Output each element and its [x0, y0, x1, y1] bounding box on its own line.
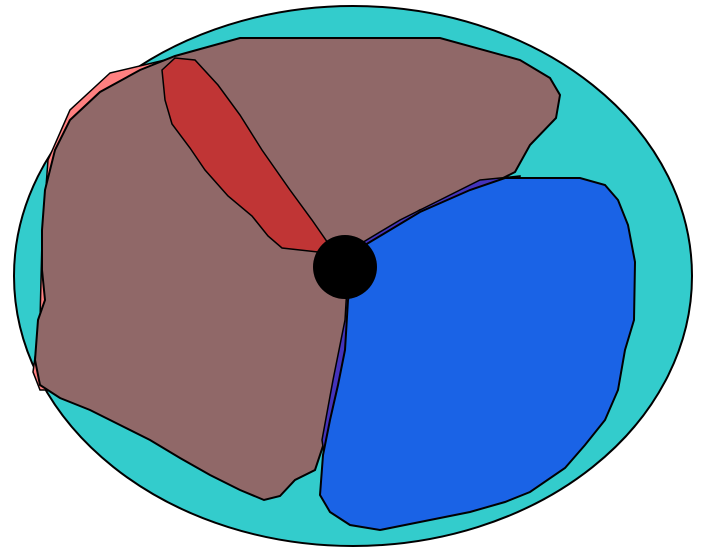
center-dot [313, 235, 377, 299]
